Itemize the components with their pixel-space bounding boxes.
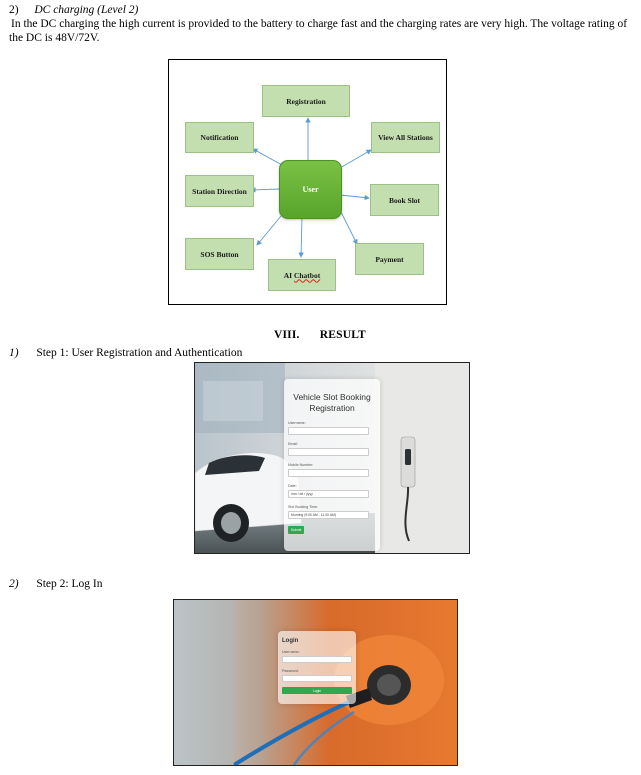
arrow-to-ai-chatbot [298, 217, 304, 258]
login-button[interactable]: Login [282, 687, 352, 694]
login-username-label: Username: [282, 650, 300, 654]
result-title: RESULT [319, 329, 366, 341]
arrow-to-station-direction [250, 187, 280, 193]
result-heading: VIII. RESULT [274, 329, 366, 341]
username-label: Username: [288, 421, 306, 425]
step1-number: 1) [9, 347, 19, 359]
arrow-to-view-all-stations [339, 149, 372, 169]
step2-text: Step 2: Log In [36, 578, 103, 590]
dc-charging-heading: 2) DC charging (Level 2) [9, 3, 138, 17]
result-number: VIII. [274, 329, 300, 341]
node-registration: Registration [262, 85, 350, 117]
login-screenshot: Login Username: Password: Login [173, 599, 458, 766]
email-input[interactable] [288, 448, 369, 456]
node-book-slot: Book Slot [370, 184, 439, 216]
registration-form-title-line2: Registration [309, 403, 355, 413]
login-username-input[interactable] [282, 656, 352, 663]
ai-chatbot-word: Chatbot [293, 270, 321, 280]
arrow-to-notification [252, 148, 283, 166]
date-input[interactable]: mm / dd / yyyy [288, 490, 369, 498]
arrow-to-book-slot [339, 194, 370, 201]
login-password-input[interactable] [282, 675, 352, 682]
step2-number: 2) [9, 578, 19, 590]
node-ai-chatbot: AI Chatbot [268, 259, 336, 291]
time-value: Morning (9:00 AM - 11:00 AM) [291, 513, 336, 517]
username-input[interactable] [288, 427, 369, 435]
diagram-arrows [250, 117, 372, 258]
step1-text: Step 1: User Registration and Authentica… [36, 347, 243, 359]
ai-chatbot-prefix: AI [283, 270, 294, 280]
step2-caption: 2) Step 2: Log In [9, 577, 102, 591]
time-select[interactable]: Morning (9:00 AM - 11:00 AM) [288, 511, 369, 519]
step1-caption: 1) Step 1: User Registration and Authent… [9, 346, 242, 360]
node-sos-button: SOS Button [185, 238, 254, 270]
arrow-to-sos-button [256, 215, 282, 246]
dc-charging-title: DC charging (Level 2) [34, 4, 139, 16]
time-label: Slot Booking Time: [288, 505, 318, 509]
date-value: mm / dd / yyyy [291, 492, 313, 496]
node-user: User [279, 160, 342, 219]
submit-button[interactable]: Submit [288, 526, 304, 534]
system-diagram: Registration Notification View All Stati… [168, 59, 447, 305]
login-form-title: Login [282, 638, 299, 644]
registration-screenshot: Vehicle Slot Booking Registration Userna… [194, 362, 470, 554]
mobile-input[interactable] [288, 469, 369, 477]
node-station-direction: Station Direction [185, 175, 254, 207]
node-payment: Payment [355, 243, 424, 275]
registration-form: Vehicle Slot Booking Registration Userna… [284, 379, 380, 551]
email-label: Email: [288, 442, 298, 446]
dc-charging-number: 2) [9, 4, 19, 16]
login-password-label: Password: [282, 669, 299, 673]
arrow-to-payment [340, 211, 358, 245]
registration-form-title-line1: Vehicle Slot Booking [293, 392, 371, 402]
mobile-label: Mobile Number: [288, 463, 314, 467]
node-view-all-stations: View All Stations [371, 122, 440, 153]
node-notification: Notification [185, 122, 254, 153]
date-label: Date: [288, 484, 297, 488]
dc-charging-paragraph: In the DC charging the high current is p… [9, 18, 628, 44]
login-form: Login Username: Password: Login [278, 631, 356, 704]
